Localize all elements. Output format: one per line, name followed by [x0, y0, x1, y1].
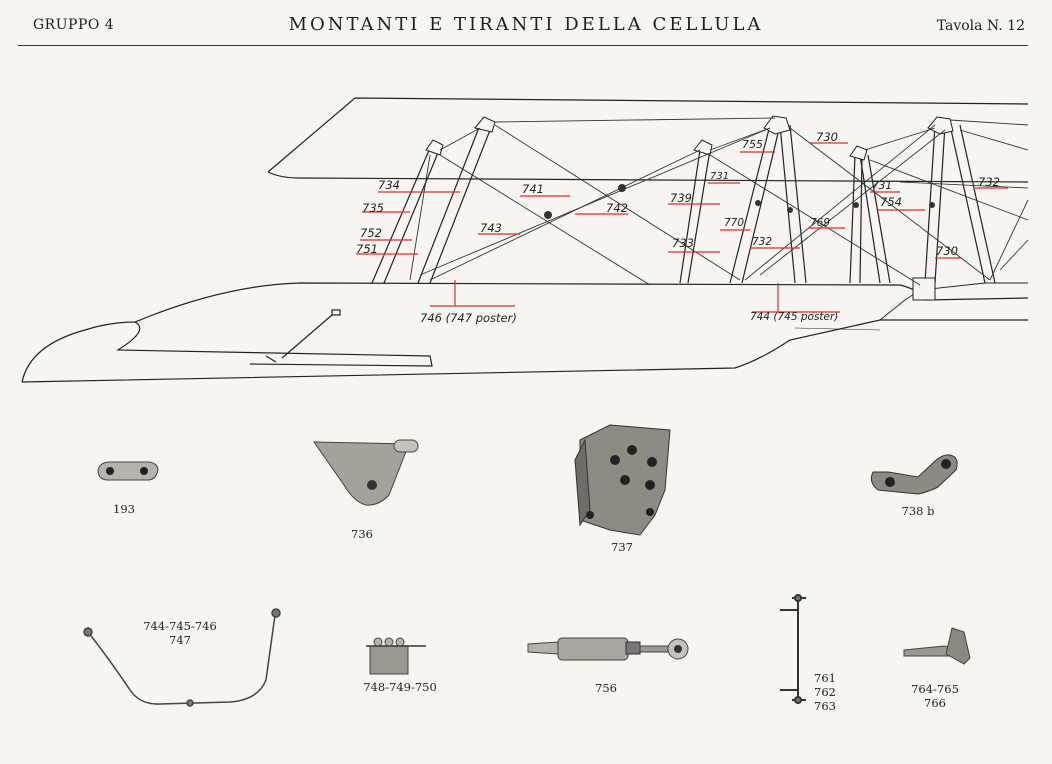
- part-756-icon: [527, 637, 689, 661]
- callout-742: 742: [606, 201, 628, 215]
- upper-wing: [267, 97, 1029, 189]
- part-label-193: 193: [113, 502, 135, 516]
- strut-fittings: [425, 115, 954, 301]
- callout-731-a: 731: [710, 171, 730, 182]
- part-label-736: 736: [351, 527, 373, 541]
- callout-leaders: [356, 142, 1008, 313]
- callout-739: 739: [670, 191, 692, 205]
- callout-770: 770: [724, 217, 745, 229]
- page-header: GRUPPO 4 MONTANTI E TIRANTI DELLA CELLUL…: [0, 0, 1052, 48]
- part-label-761: 761 762 763: [814, 671, 836, 713]
- callout-751: 751: [356, 242, 378, 256]
- part-744-icon: [83, 608, 281, 707]
- callout-732-b: 732: [978, 175, 1000, 189]
- callout-755: 755: [742, 138, 763, 151]
- page-title: MONTANTI E TIRANTI DELLA CELLULA: [288, 14, 764, 35]
- part-736-icon: [313, 439, 419, 506]
- header-divider: [18, 45, 1028, 46]
- part-label-764: 764-765 766: [911, 682, 959, 710]
- callout-743: 743: [480, 221, 502, 235]
- callout-741: 741: [522, 182, 544, 196]
- callout-734: 734: [378, 178, 400, 192]
- part-193-icon: [97, 461, 159, 481]
- part-748-icon: [366, 637, 426, 675]
- callout-754: 754: [880, 195, 902, 209]
- callout-733: 733: [672, 236, 694, 250]
- callout-730-a: 730: [816, 130, 838, 144]
- callout-752: 752: [360, 226, 382, 240]
- wire-junctions: [544, 184, 935, 219]
- group-number: GRUPPO 4: [33, 17, 115, 33]
- plate-number: Tavola N. 12: [936, 18, 1025, 34]
- part-761-icon: [780, 594, 806, 704]
- callout-731-b: 731: [872, 180, 893, 192]
- struts: [371, 124, 996, 284]
- part-label-738b: 738 b: [901, 504, 935, 518]
- callout-735: 735: [362, 201, 384, 215]
- part-764-icon: [903, 627, 971, 665]
- part-737-icon: [574, 424, 671, 536]
- callout-732-a: 732: [752, 236, 773, 248]
- callout-769: 769: [810, 217, 831, 229]
- callout-730-b: 730: [936, 244, 958, 258]
- lower-wing: [21, 282, 1029, 383]
- bracing-wires: [409, 117, 1029, 286]
- callout-744: 744 (745 poster): [750, 311, 839, 323]
- part-label-737: 737: [611, 540, 633, 554]
- part-label-756: 756: [595, 681, 617, 695]
- callout-746: 746 (747 poster): [420, 311, 517, 325]
- part-738b-icon: [870, 454, 958, 495]
- part-label-744: 744-745-746 747: [143, 619, 217, 647]
- part-label-748: 748-749-750: [363, 680, 437, 694]
